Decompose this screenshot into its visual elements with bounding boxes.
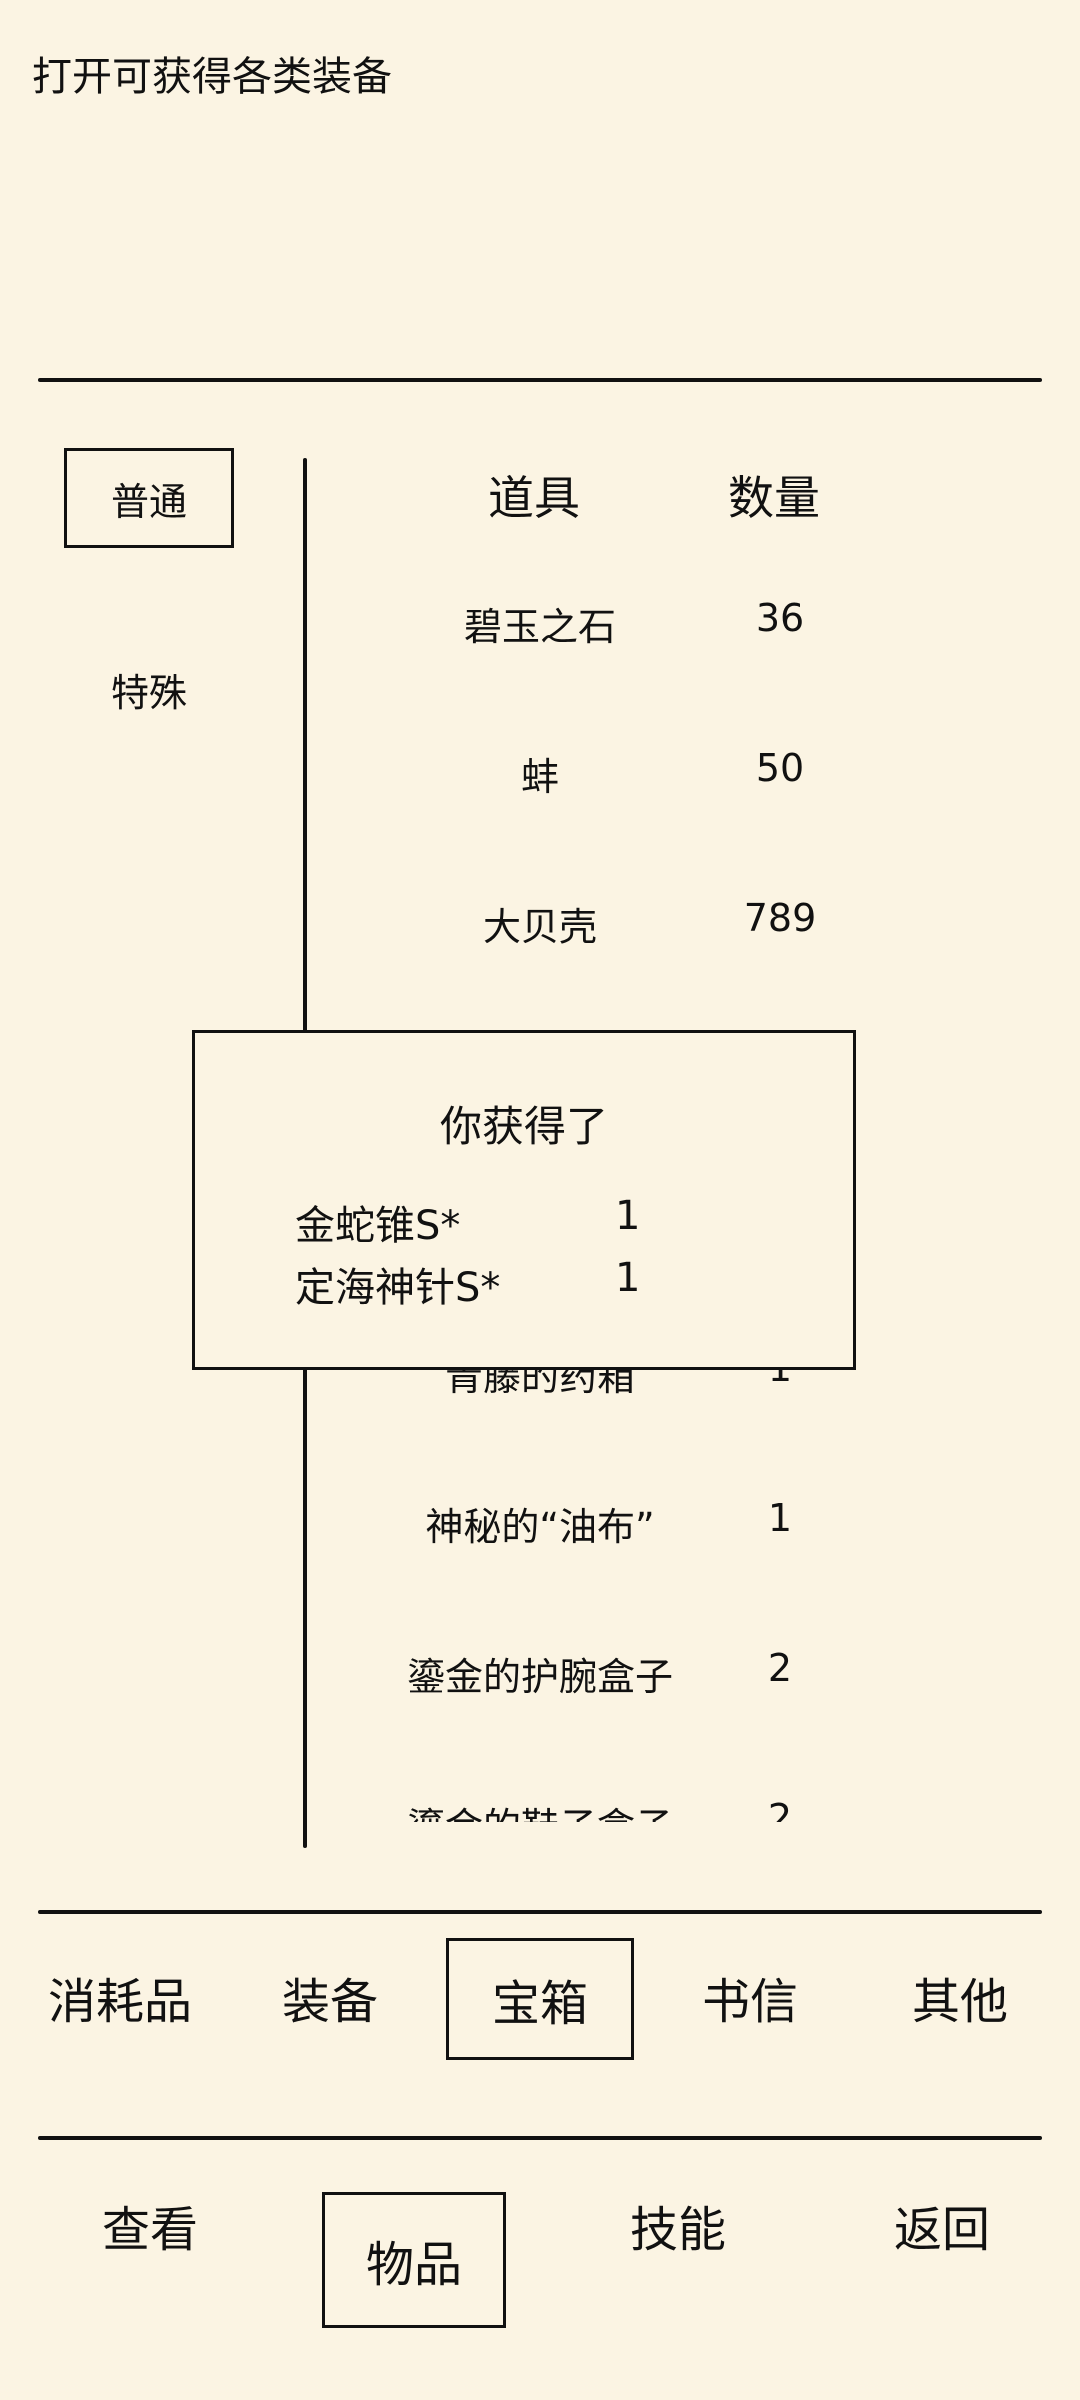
nav-items[interactable]: 物品 <box>322 2192 506 2328</box>
item-name: 鎏金的护腕盒子 <box>406 1655 673 1699</box>
item-name: 大贝壳 <box>482 905 597 949</box>
nav-view[interactable]: 查看 <box>70 2190 230 2260</box>
popup-title: 你获得了 <box>439 1102 608 1151</box>
tab-chest-label: 宝箱 <box>491 1976 588 2032</box>
tab-consumables-label: 消耗品 <box>47 1974 192 2030</box>
tab-equipment-label: 装备 <box>281 1974 378 2030</box>
list-item[interactable]: 蚌 50 <box>340 746 840 896</box>
nav-back[interactable]: 返回 <box>862 2190 1022 2260</box>
subtab-normal-label: 普通 <box>110 479 187 524</box>
nav-skills[interactable]: 技能 <box>598 2190 758 2260</box>
item-name: 碧玉之石 <box>463 605 616 649</box>
top-divider <box>38 378 1042 382</box>
tab-equipment[interactable]: 装备 <box>250 1962 410 2032</box>
tab-other[interactable]: 其他 <box>880 1962 1040 2032</box>
subtab-special[interactable]: 特殊 <box>64 662 234 717</box>
subtab-normal[interactable]: 普通 <box>64 448 234 548</box>
reward-item-count: 1 <box>615 1193 641 1239</box>
tab-letters-label: 书信 <box>701 1974 798 2030</box>
column-header-item: 道具 <box>488 471 580 525</box>
item-qty: 36 <box>755 596 805 640</box>
column-header-qty: 数量 <box>728 471 820 525</box>
subtab-special-label: 特殊 <box>110 671 187 715</box>
tab-other-label: 其他 <box>911 1974 1008 2030</box>
reward-popup[interactable]: 你获得了 金蛇锥S* 1 定海神针S* 1 <box>192 1030 856 1370</box>
reward-item-name: 定海神针S* <box>295 1265 501 1311</box>
nav-top-divider <box>38 2136 1042 2140</box>
list-item[interactable]: 鎏金的护腕盒子 2 <box>340 1646 840 1796</box>
tab-consumables[interactable]: 消耗品 <box>40 1962 200 2032</box>
item-qty: 789 <box>743 896 817 940</box>
tab-letters[interactable]: 书信 <box>670 1962 830 2032</box>
nav-items-label: 物品 <box>365 2237 462 2293</box>
item-qty: 50 <box>755 746 805 790</box>
reward-item-name: 金蛇锥S* <box>295 1203 461 1249</box>
item-name: 鎏金的鞋子盒子 <box>340 1796 740 1822</box>
nav-view-label: 查看 <box>101 2202 198 2258</box>
chest-description: 打开可获得各类装备 <box>32 54 392 100</box>
item-name: 蚌 <box>520 755 559 799</box>
item-qty: 2 <box>767 1796 793 1822</box>
tab-chest[interactable]: 宝箱 <box>446 1938 634 2060</box>
list-item[interactable]: 神秘的“油布” 1 <box>340 1496 840 1646</box>
item-qty: 2 <box>767 1646 793 1690</box>
category-top-divider <box>38 1910 1042 1914</box>
nav-skills-label: 技能 <box>629 2202 726 2258</box>
item-qty: 1 <box>767 1496 793 1540</box>
nav-back-label: 返回 <box>893 2202 990 2258</box>
list-item[interactable]: 碧玉之石 36 <box>340 596 840 746</box>
item-name: 神秘的“油布” <box>425 1505 655 1549</box>
reward-item-count: 1 <box>615 1255 641 1301</box>
list-item[interactable]: 鎏金的鞋子盒子 2 <box>340 1796 840 1822</box>
list-item[interactable]: 大贝壳 789 <box>340 896 840 1046</box>
